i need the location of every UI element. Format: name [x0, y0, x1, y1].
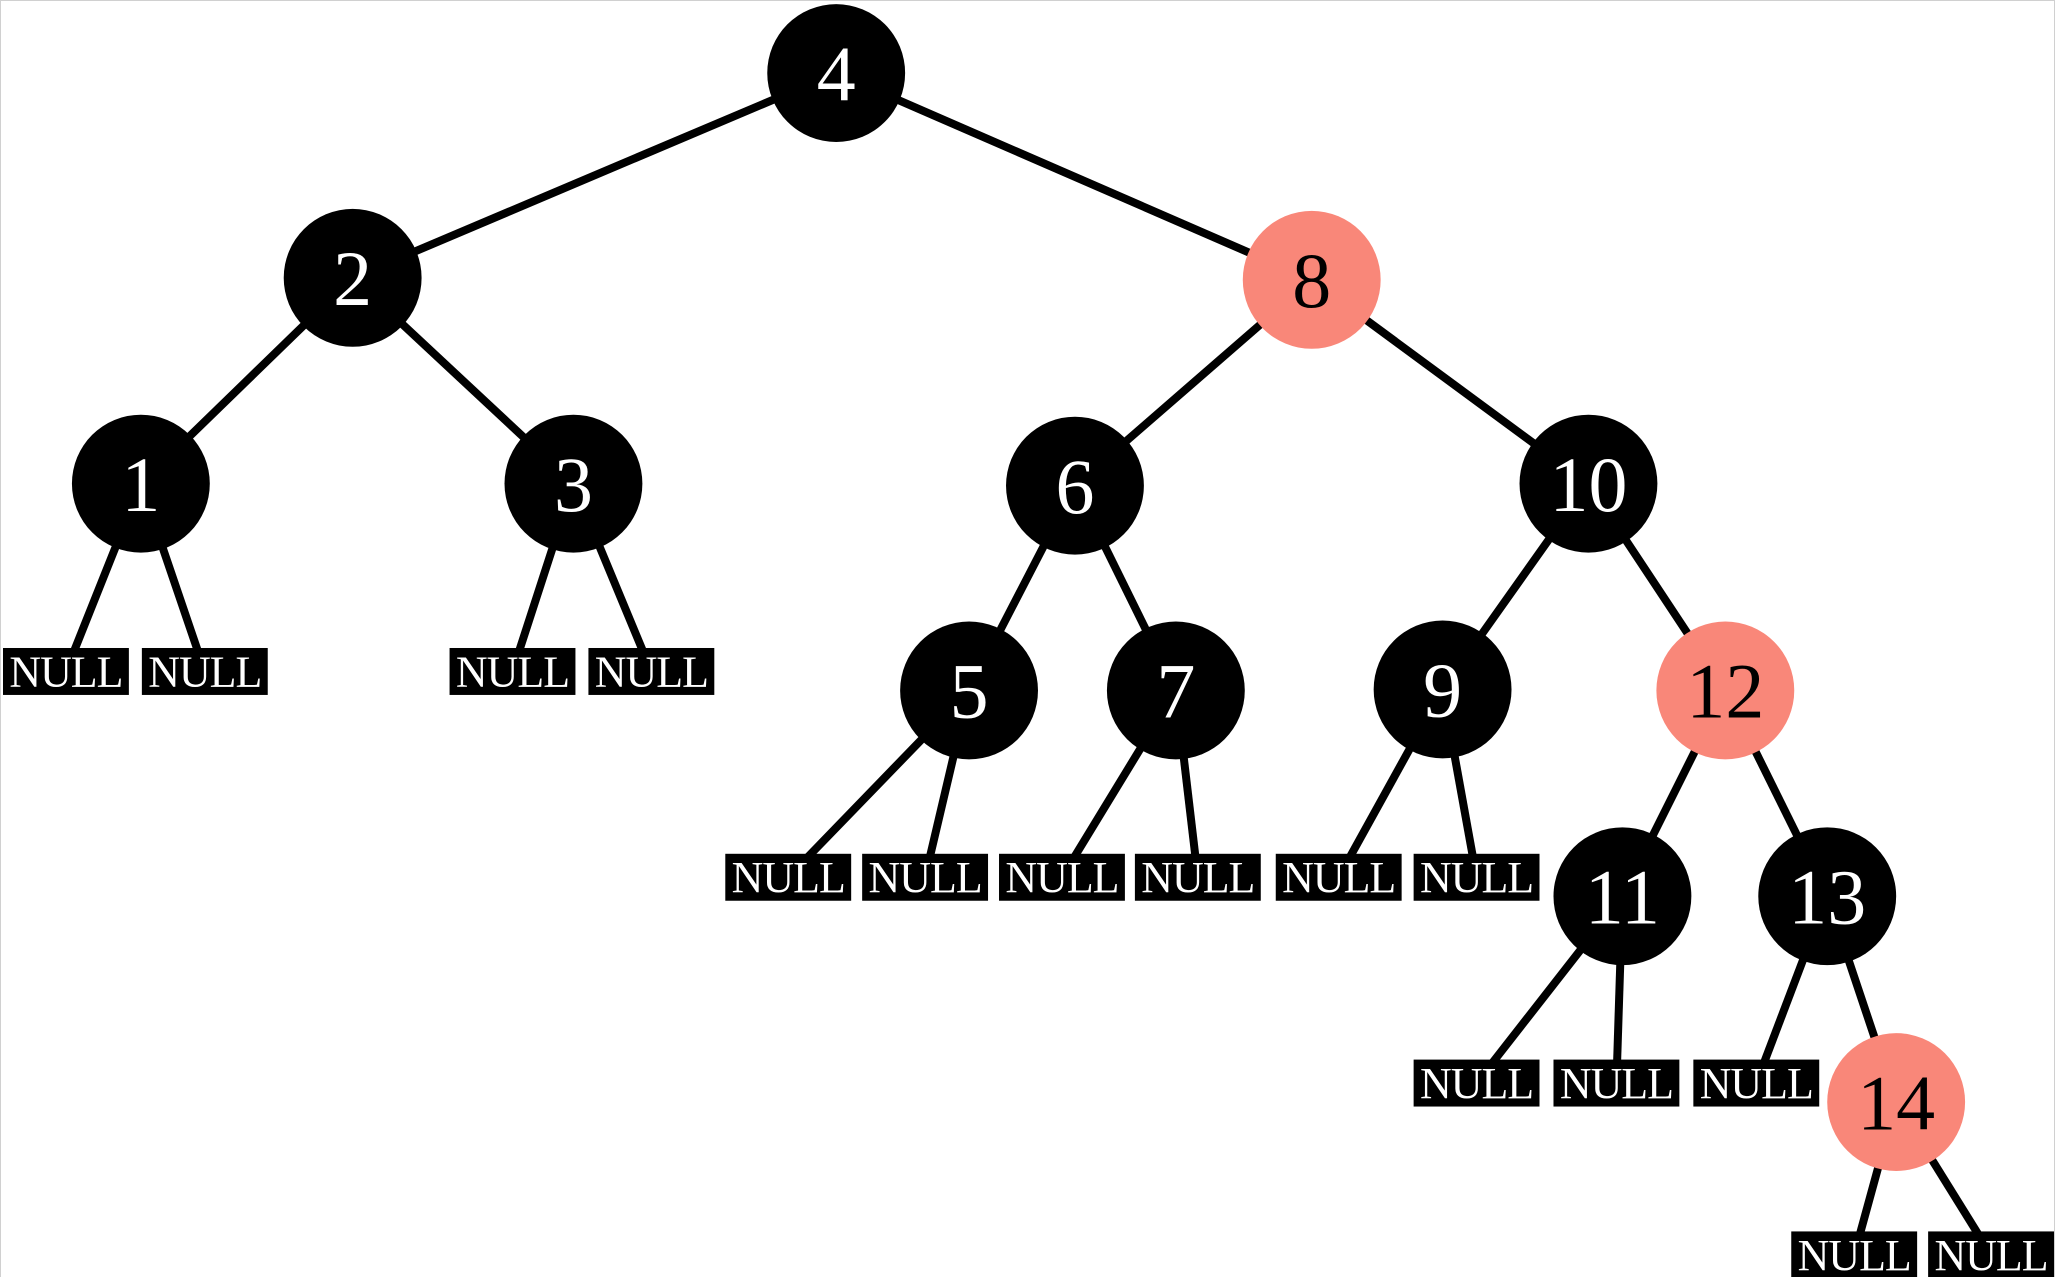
node-value-label: 9 — [1423, 648, 1462, 734]
null-leaf-label: NULL — [9, 647, 122, 696]
null-leaf-label: NULL — [869, 853, 982, 902]
null-leaf-n10: NULL — [1413, 1059, 1540, 1108]
null-leaf-label: NULL — [1282, 853, 1395, 902]
node-value-label: 12 — [1686, 649, 1764, 735]
tree-node-9: 9 — [1373, 620, 1512, 759]
black-node-circle — [1553, 827, 1692, 966]
null-leaf-label: NULL — [456, 647, 569, 696]
null-leaf-n14: NULL — [1928, 1231, 2054, 1277]
black-node-circle — [1758, 827, 1897, 966]
null-leaf-box — [588, 647, 715, 695]
null-leaf-box — [1134, 853, 1261, 901]
null-leaf-box — [1275, 853, 1402, 901]
tree-node-8: 8 — [1242, 210, 1381, 349]
node-value-label: 2 — [333, 236, 372, 322]
null-leaf-label: NULL — [148, 647, 261, 696]
null-leaf-label: NULL — [1420, 853, 1533, 902]
null-leaf-label: NULL — [1934, 1231, 2047, 1277]
null-leaf-n1: NULL — [141, 647, 268, 696]
null-leaf-box — [1928, 1231, 2054, 1277]
null-leaf-box — [1791, 1231, 1918, 1277]
tree-node-5: 5 — [900, 621, 1038, 760]
null-leaf-n12: NULL — [1693, 1059, 1820, 1108]
null-leaf-n9: NULL — [1413, 853, 1540, 902]
null-leaf-n13: NULL — [1791, 1231, 1918, 1277]
null-leaf-box — [725, 853, 852, 901]
tree-node-13: 13 — [1758, 827, 1897, 966]
node-value-label: 6 — [1055, 444, 1094, 530]
node-value-label: 4 — [817, 31, 856, 117]
node-value-label: 8 — [1292, 238, 1331, 324]
null-leaf-layer: NULL NULL NULL NULL NULL NULL NULL NULL NULL NULL… — [2, 647, 2054, 1277]
black-node-circle — [767, 4, 906, 142]
null-leaf-box — [999, 853, 1125, 901]
node-value-label: 10 — [1550, 442, 1628, 528]
null-leaf-n4: NULL — [725, 853, 852, 902]
tree-node-12: 12 — [1656, 621, 1795, 760]
null-leaf-label: NULL — [595, 647, 708, 696]
null-leaf-box — [1693, 1059, 1820, 1107]
red-node-circle — [1656, 621, 1795, 760]
null-leaf-box — [1553, 1059, 1680, 1107]
node-value-label: 5 — [950, 649, 989, 735]
red-node-circle — [1827, 1033, 1966, 1171]
null-leaf-box — [1413, 1059, 1540, 1107]
black-node-circle — [900, 621, 1038, 760]
null-leaf-box — [2, 647, 129, 695]
node-value-label: 1 — [121, 442, 160, 528]
edge-4-8 — [834, 69, 1314, 284]
null-leaf-box — [141, 647, 268, 695]
tree-node-3: 3 — [504, 414, 643, 553]
null-leaf-label: NULL — [1560, 1059, 1673, 1108]
null-leaf-n8: NULL — [1275, 853, 1402, 902]
tree-node-4: 4 — [767, 4, 906, 142]
black-node-circle — [1373, 620, 1512, 759]
node-value-label: 3 — [554, 442, 593, 528]
tree-node-14: 14 — [1827, 1033, 1966, 1171]
node-value-label: 14 — [1857, 1060, 1935, 1146]
tree-node-10: 10 — [1519, 414, 1658, 553]
tree-node-2: 2 — [283, 208, 422, 347]
black-node-circle — [1519, 414, 1658, 553]
node-value-label: 7 — [1156, 649, 1195, 735]
edge-4-2 — [351, 69, 838, 282]
null-leaf-box — [1413, 853, 1540, 901]
null-leaf-label: NULL — [1420, 1059, 1533, 1108]
black-node-circle — [71, 414, 210, 553]
black-node-circle — [504, 414, 643, 553]
tree-node-7: 7 — [1106, 621, 1245, 760]
null-leaf-label: NULL — [1700, 1059, 1813, 1108]
null-leaf-label: NULL — [1005, 853, 1118, 902]
null-leaf-label: NULL — [1798, 1231, 1911, 1277]
tree-node-6: 6 — [1006, 416, 1144, 555]
null-leaf-n11: NULL — [1553, 1059, 1680, 1108]
null-leaf-box — [449, 647, 576, 695]
null-leaf-n0: NULL — [2, 647, 129, 696]
black-node-circle — [1106, 621, 1245, 760]
tree-node-11: 11 — [1553, 827, 1692, 966]
null-leaf-n6: NULL — [999, 853, 1125, 902]
node-value-label: 11 — [1585, 855, 1660, 941]
null-leaf-label: NULL — [1141, 853, 1254, 902]
null-leaf-n7: NULL — [1134, 853, 1261, 902]
node-value-label: 13 — [1788, 855, 1866, 941]
black-node-circle — [1006, 416, 1144, 555]
null-leaf-label: NULL — [732, 853, 845, 902]
null-leaf-n3: NULL — [588, 647, 715, 696]
null-leaf-box — [862, 853, 989, 901]
tree-node-1: 1 — [71, 414, 210, 553]
black-node-circle — [283, 208, 422, 347]
null-leaf-n5: NULL — [862, 853, 989, 902]
red-node-circle — [1242, 210, 1381, 349]
null-leaf-n2: NULL — [449, 647, 576, 696]
